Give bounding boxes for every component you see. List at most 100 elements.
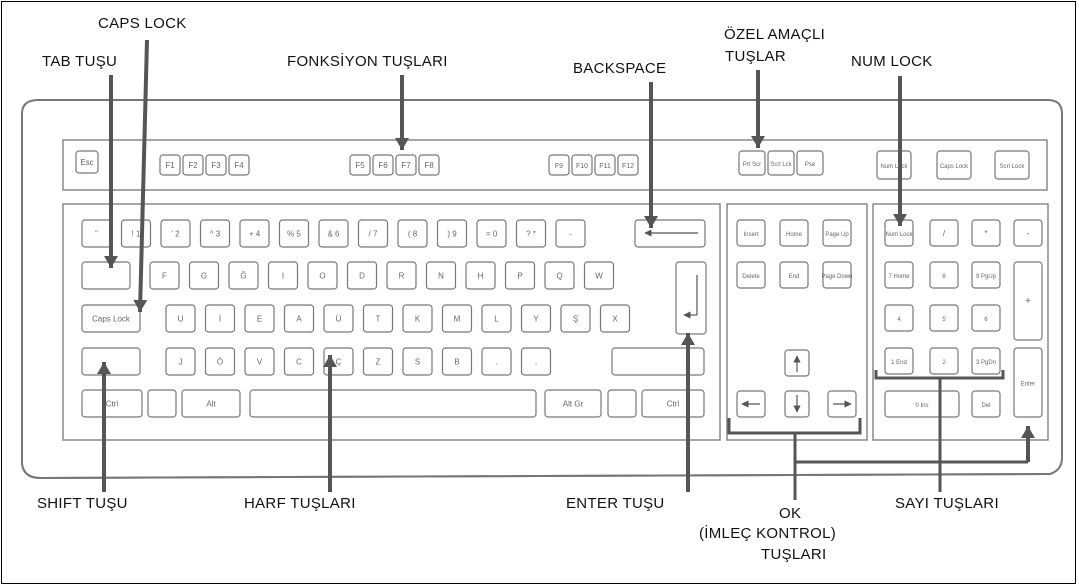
- key-altgr: Alt Gr: [544, 389, 602, 418]
- key-label: F3: [211, 161, 221, 170]
- label-letter-keys: HARF TUŞLARI: [244, 495, 356, 512]
- key-label: Num Lock: [880, 164, 908, 170]
- key-end: End: [779, 261, 809, 289]
- key-label: F1: [165, 161, 175, 170]
- label-enter: ENTER TUŞU: [566, 495, 665, 512]
- key-label: 4: [897, 317, 901, 323]
- key-z-row-1: Ö: [204, 347, 236, 376]
- key-label: H: [478, 272, 484, 281]
- function-keys-pointer-head: [395, 138, 409, 150]
- key-label: 6: [984, 317, 988, 323]
- key-np-div: /: [929, 219, 959, 247]
- key-label: +: [1025, 296, 1031, 307]
- num-lock-pointer-head: [893, 214, 907, 226]
- key-f2: F2: [182, 154, 204, 176]
- key-label: A: [296, 315, 302, 324]
- key-label: Ü: [336, 315, 342, 324]
- key-a-row-7: M: [441, 304, 473, 333]
- key-win-right: [607, 389, 637, 418]
- key-insert: Insert: [736, 219, 766, 247]
- key-num-row-4: + 4: [239, 219, 270, 248]
- key-label: Prt Scr: [743, 162, 761, 168]
- key-num-row-6: & 6: [318, 219, 349, 248]
- key-z-row-9: ,: [520, 347, 552, 376]
- key-ctrl-right: Ctrl: [641, 389, 705, 418]
- function-panel: [62, 139, 1048, 191]
- key-num-row-10: = 0: [476, 219, 507, 248]
- key-num-row-3: ^ 3: [199, 219, 231, 248]
- key-pgup: Page Up: [822, 219, 852, 247]
- key-home: Home: [779, 219, 809, 247]
- key-label: 0 Ins: [915, 403, 928, 409]
- key-a-row-11: X: [599, 304, 631, 333]
- key-label: N: [438, 272, 444, 281]
- key-q-row-3: I: [267, 261, 299, 290]
- key-label: O: [319, 272, 325, 281]
- key-label: 1 End: [891, 360, 907, 366]
- label-special-keys-line1: ÖZEL AMAÇLI: [724, 26, 826, 43]
- pointer-arrows: [97, 39, 1035, 492]
- key-label: G: [201, 272, 207, 281]
- key-np8: 8: [929, 261, 959, 289]
- key-label: F4: [234, 161, 244, 170]
- key-label: Ç: [336, 358, 342, 367]
- key-label: J: [179, 358, 183, 367]
- key-label: Delete: [742, 274, 760, 280]
- key-scrlk-led: Scrl Lock: [994, 150, 1030, 180]
- key-label: C: [296, 358, 302, 367]
- label-arrow-keys-line1: OK: [779, 505, 802, 522]
- key-a-row-3: A: [283, 304, 315, 333]
- key-tab: [81, 261, 131, 290]
- key-label: ^ 3: [210, 230, 221, 239]
- label-function-keys: FONKSİYON TUŞLARI: [287, 53, 448, 70]
- caps-lock-pointer: [138, 39, 149, 313]
- key-q-row-2: Ğ: [228, 261, 259, 290]
- key-np6: 6: [971, 304, 1001, 332]
- key-label: Page Up: [825, 232, 849, 238]
- key-f6: F6: [372, 154, 394, 176]
- key-label: *: [984, 229, 987, 238]
- key-label: L: [494, 315, 499, 324]
- key-q-row-4: O: [307, 261, 338, 290]
- key-q-row-7: N: [425, 261, 457, 290]
- key-num-row-1: ! 1: [120, 219, 152, 248]
- key-label: Home: [786, 232, 803, 238]
- key-np-sub: -: [1013, 219, 1043, 247]
- key-np-enter: Enter: [1013, 347, 1043, 418]
- key-label: = 0: [486, 230, 498, 239]
- key-capslk-led: Caps Lock: [936, 150, 972, 180]
- key-label: 5: [942, 317, 946, 323]
- key-z-row-5: Z: [362, 347, 394, 376]
- key-label: K: [415, 315, 421, 324]
- key-label: Pse: [805, 162, 816, 168]
- key-a-row-2: E: [244, 304, 275, 333]
- key-f3: F3: [205, 154, 227, 176]
- key-label: T: [376, 315, 381, 324]
- key-label: -: [1027, 229, 1030, 238]
- key-label: Caps Lock: [92, 315, 131, 324]
- key-np-mul: *: [971, 219, 1001, 247]
- key-f7: F7: [395, 154, 417, 176]
- key-label: Scrl Lck: [770, 162, 792, 168]
- key-label: Enter: [1021, 382, 1035, 388]
- key-np4: 4: [884, 304, 914, 332]
- key-label: ' 2: [171, 230, 180, 239]
- label-tab: TAB TUŞU: [42, 53, 118, 70]
- key-label: F5: [355, 161, 365, 170]
- key-label: Page Down: [821, 274, 852, 280]
- key-label: / 7: [369, 230, 378, 239]
- key-label: ) 9: [447, 230, 457, 239]
- key-label: Scrl Lock: [1000, 164, 1026, 170]
- label-caps-lock: CAPS LOCK: [98, 15, 187, 32]
- key-label: Ctrl: [667, 400, 680, 409]
- key-label: Q: [556, 272, 562, 281]
- key-num-row-9: ) 9: [436, 219, 468, 248]
- key-label: M: [454, 315, 461, 324]
- key-label: Alt Gr: [563, 400, 584, 409]
- key-label: ,: [535, 358, 537, 367]
- key-label: End: [789, 274, 800, 280]
- key-a-row-0: U: [165, 304, 196, 333]
- key-label: I: [282, 272, 284, 281]
